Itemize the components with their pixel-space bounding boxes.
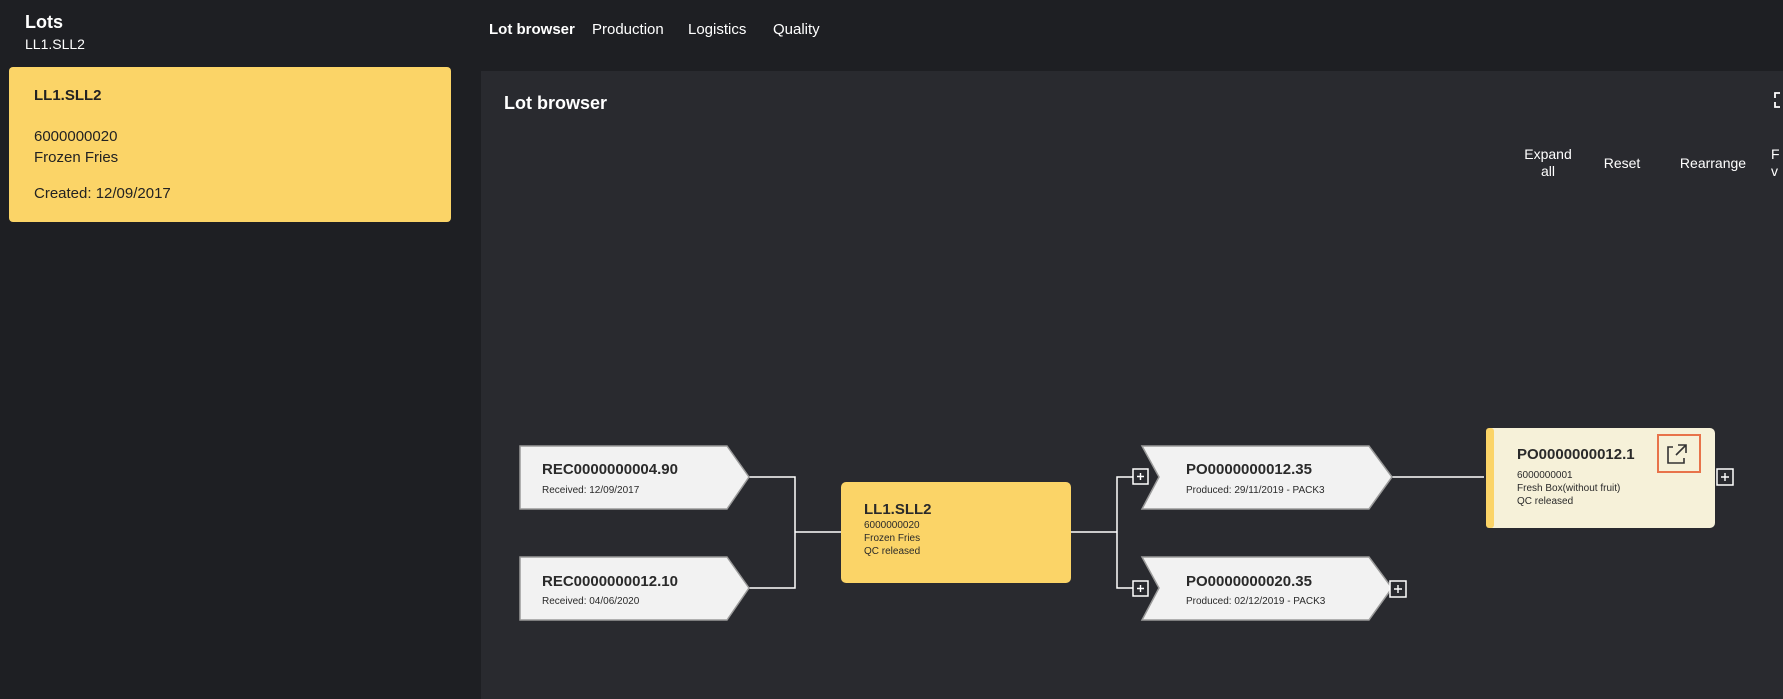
expand-all-label-2: all (1540, 163, 1555, 179)
more-toolbar-button[interactable]: F v (1771, 146, 1783, 180)
plus-icon[interactable] (1716, 468, 1734, 486)
open-in-new-icon[interactable] (1657, 434, 1701, 473)
lot-card[interactable]: LL1.SLL2 6000000020 Frozen Fries Created… (9, 67, 451, 222)
lot-card-description: Frozen Fries (34, 149, 119, 166)
po1-node: PO0000000012.35 Produced: 29/11/2019 - P… (1186, 461, 1325, 496)
po2-sub: Produced: 02/12/2019 - PACK3 (1186, 596, 1326, 607)
sidebar-subtitle: LL1.SLL2 (25, 36, 85, 52)
rearrange-button[interactable]: Rearrange (1679, 155, 1747, 171)
expand-all-button[interactable]: Expand all (1499, 146, 1597, 180)
po2-node-shape[interactable] (1140, 556, 1393, 621)
po2-title: PO0000000020.35 (1186, 573, 1312, 590)
nav-quality[interactable]: Quality (773, 21, 820, 38)
rec1-node: REC0000000004.90 Received: 12/09/2017 (542, 461, 678, 496)
more-toolbar-label-2: v (1771, 163, 1778, 179)
rec2-node: REC0000000012.10 Received: 04/06/2020 (542, 573, 678, 607)
po1-sub: Produced: 29/11/2019 - PACK3 (1186, 485, 1325, 496)
rec1-title: REC0000000004.90 (542, 461, 678, 478)
po3-description: Fresh Box(without fruit) (1517, 483, 1621, 494)
po3-title: PO0000000012.1 (1517, 446, 1635, 463)
lot-card-title: LL1.SLL2 (34, 87, 102, 104)
po3-status: QC released (1517, 496, 1574, 507)
plus-icon[interactable] (1389, 580, 1407, 598)
expand-all-label-1: Expand (1524, 146, 1572, 162)
po3-material: 6000000001 (1517, 470, 1573, 481)
rec2-title: REC0000000012.10 (542, 573, 678, 590)
po2-node: PO0000000020.35 Produced: 02/12/2019 - P… (1186, 573, 1325, 607)
reset-button[interactable]: Reset (1603, 155, 1641, 171)
center-title: LL1.SLL2 (864, 501, 932, 518)
rec2-node-shape[interactable] (519, 556, 750, 621)
rec2-sub: Received: 04/06/2020 (542, 596, 640, 607)
po3-node: PO0000000012.1 6000000001 Fresh Box(with… (1517, 446, 1635, 507)
po1-title: PO0000000012.35 (1186, 461, 1312, 478)
center-material: 6000000020 (864, 520, 920, 531)
nav-lot-browser[interactable]: Lot browser (489, 21, 575, 38)
nav-logistics[interactable]: Logistics (688, 21, 747, 38)
center-node: LL1.SLL2 6000000020 Frozen Fries QC rele… (864, 501, 932, 557)
lot-card-material: 6000000020 (34, 128, 118, 145)
plus-icon[interactable] (1132, 468, 1149, 485)
po1-node-shape[interactable] (1140, 445, 1393, 510)
center-status: QC released (864, 546, 921, 557)
lot-graph (519, 428, 1734, 621)
page-title: Lot browser (504, 93, 608, 113)
rec1-sub: Received: 12/09/2017 (542, 485, 640, 496)
sidebar-title: Lots (25, 12, 63, 32)
sidebar: Lots LL1.SLL2 LL1.SLL2 6000000020 Frozen… (0, 0, 460, 699)
main-panel: Lot browser Expand all Reset Rearrange F… (481, 71, 1783, 699)
nav-production[interactable]: Production (592, 21, 664, 38)
fullscreen-icon[interactable] (1773, 91, 1783, 109)
graph-connectors (747, 476, 1484, 589)
lot-card-created: Created: 12/09/2017 (34, 185, 171, 202)
center-description: Frozen Fries (864, 533, 921, 544)
plus-icon[interactable] (1132, 580, 1149, 597)
center-node-shape[interactable] (841, 482, 1071, 583)
po3-node-accent (1486, 428, 1494, 528)
rec1-node-shape[interactable] (519, 445, 750, 510)
top-nav: Lot browser Production Logistics Quality (480, 0, 1783, 60)
more-toolbar-label-1: F (1771, 146, 1780, 162)
